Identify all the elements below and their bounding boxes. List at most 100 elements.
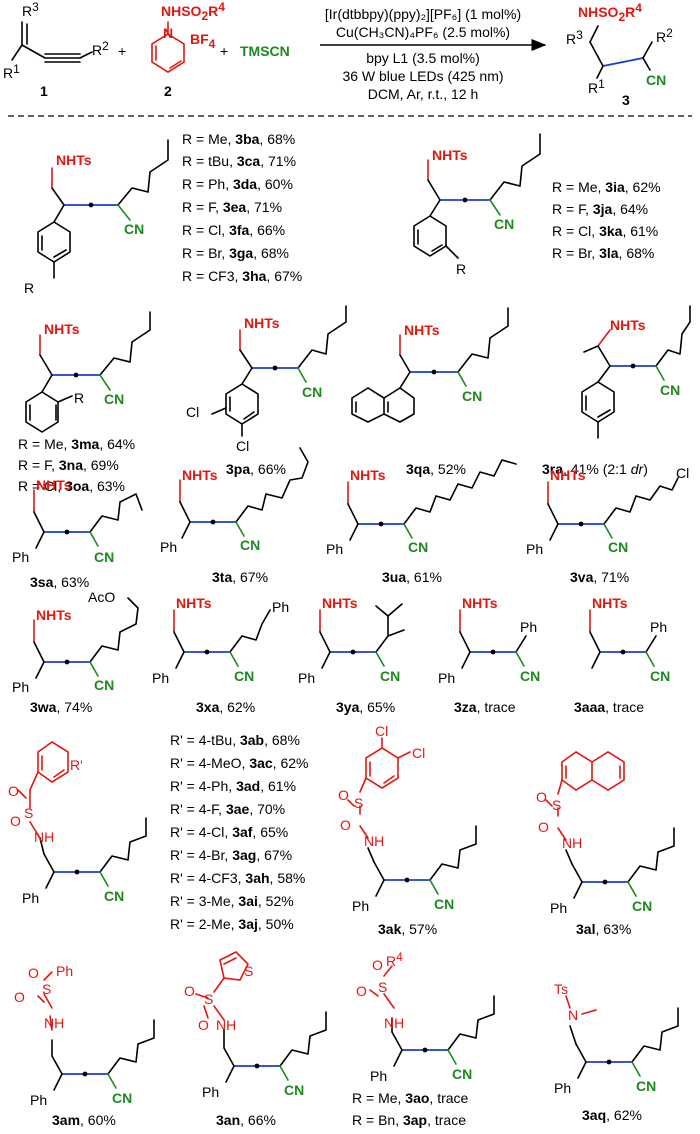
condition-ligand: bpy L1 (3.5 mol%) bbox=[366, 50, 480, 66]
entry-3ab: R' = 4-tBu, 3ab, 68% bbox=[170, 732, 300, 748]
label-ph: Ph bbox=[438, 670, 455, 686]
label-ph: Ph bbox=[160, 539, 177, 555]
entry-3ma: R = Me, 3ma, 64% bbox=[18, 436, 135, 452]
label-ph: Ph bbox=[650, 619, 667, 635]
structure-3aq bbox=[565, 995, 679, 1079]
label-ph: Ph bbox=[12, 549, 29, 565]
entry-3ia: R = Me, 3ia, 62% bbox=[552, 179, 661, 195]
label-nhts: NHTs bbox=[462, 595, 498, 611]
plus-sign-1: + bbox=[118, 43, 126, 59]
label-ph: Ph bbox=[30, 1092, 47, 1108]
entry-3ka: R = Cl, 3ka, 61% bbox=[552, 223, 658, 239]
caption-3al: 3al, 63% bbox=[576, 921, 631, 937]
caption-3pa: 3pa, 66% bbox=[226, 461, 286, 477]
label-ph: Ph bbox=[152, 670, 169, 686]
caption-3qa: 3qa, 52% bbox=[406, 461, 466, 477]
label-cn: CN bbox=[452, 1066, 472, 1082]
label-cn: CN bbox=[380, 668, 400, 684]
label-cn: CN bbox=[660, 382, 680, 398]
entry-3ha: R = CF3, 3ha, 67% bbox=[182, 268, 302, 284]
label-ph: Ph bbox=[554, 1080, 571, 1096]
entry-3ad: R' = 4-Ph, 3ad, 61% bbox=[170, 778, 296, 794]
series-3ab-list: R' = 4-tBu, 3ab, 68% R' = 4-MeO, 3ac, 62… bbox=[170, 732, 308, 932]
enyne-structure-1 bbox=[11, 21, 93, 63]
label-cn: CN bbox=[302, 384, 322, 400]
label-ph: Ph bbox=[22, 890, 39, 906]
compound-1-label: 1 bbox=[40, 83, 48, 99]
r3-label: R3 bbox=[22, 0, 39, 19]
label-cn: CN bbox=[520, 668, 540, 684]
label-r: R bbox=[74, 390, 84, 406]
label-s: S bbox=[244, 963, 253, 979]
label-nhts: NHTs bbox=[592, 595, 628, 611]
structure-3ba bbox=[37, 139, 169, 279]
series-3ao-list: R = Me, 3ao, trace R = Bn, 3ap, trace bbox=[352, 1090, 469, 1128]
label-cn: CN bbox=[284, 1082, 304, 1098]
label-nhts: NHTs bbox=[350, 467, 386, 483]
label-cn: CN bbox=[124, 221, 144, 237]
caption-3ra: 3ra, 41% (2:1 dr) bbox=[542, 461, 648, 477]
label-ph: Ph bbox=[202, 1084, 219, 1100]
label-nhts: NHTs bbox=[36, 607, 72, 623]
series-3ba-list: R = Me, 3ba, 68% R = tBu, 3ca, 71% R = P… bbox=[182, 131, 302, 284]
label-nh: NH bbox=[364, 833, 384, 849]
label-nhts: NHTs bbox=[176, 595, 212, 611]
label-cl: Cl bbox=[186, 404, 199, 420]
structure-3ya bbox=[319, 603, 405, 669]
entry-3ac: R' = 4-MeO, 3ac, 62% bbox=[170, 755, 308, 771]
series-3ia-list: R = Me, 3ia, 62% R = F, 3ja, 64% R = Cl,… bbox=[552, 179, 661, 261]
caption-3ya: 3ya, 65% bbox=[336, 699, 395, 715]
label-o: O bbox=[28, 965, 39, 981]
label-o: O bbox=[8, 783, 19, 799]
label-nh: NH bbox=[44, 1015, 64, 1031]
label-cn: CN bbox=[408, 539, 428, 555]
structure-3sa bbox=[33, 489, 143, 549]
label-nhts: NHTs bbox=[432, 147, 468, 163]
caption-3xa: 3xa, 62% bbox=[196, 699, 255, 715]
caption-3am: 3am, 60% bbox=[52, 1112, 116, 1128]
caption-3ua: 3ua, 61% bbox=[382, 569, 442, 585]
bf4-counterion: BF4 bbox=[190, 31, 216, 51]
product-sulfonamide: NHSO2R4 bbox=[578, 1, 642, 24]
label-ph: Ph bbox=[272, 599, 289, 615]
structure-3ma bbox=[25, 311, 151, 433]
pyridinium-n: N bbox=[163, 25, 173, 41]
label-o: O bbox=[14, 989, 25, 1005]
structure-3ua bbox=[347, 459, 517, 541]
caption-3aq: 3aq, 62% bbox=[582, 1107, 642, 1123]
label-s: S bbox=[378, 979, 387, 995]
label-o: O bbox=[338, 787, 349, 803]
series-3ma-list: R = Me, 3ma, 64% R = F, 3na, 69% R = Cl,… bbox=[18, 436, 135, 494]
structure-3ao bbox=[369, 965, 495, 1067]
condition-catalyst: [Ir(dtbbpy)(ppy)₂][PF₆] (1 mol%) bbox=[325, 6, 521, 22]
entry-3ah: R' = 4-CF3, 3ah, 58% bbox=[170, 870, 305, 886]
label-s: S bbox=[204, 991, 213, 1007]
label-nhts: NHTs bbox=[322, 595, 358, 611]
label-r-prime: R' bbox=[70, 757, 83, 773]
structure-3va bbox=[547, 477, 679, 541]
label-ph: Ph bbox=[352, 898, 369, 914]
label-nh: NH bbox=[384, 1015, 404, 1031]
entry-3ae: R' = 4-F, 3ae, 70% bbox=[170, 801, 285, 817]
label-nhts: NHTs bbox=[550, 467, 586, 483]
caption-3an: 3an, 66% bbox=[216, 1112, 276, 1128]
label-cn: CN bbox=[462, 388, 482, 404]
general-reaction: R3 R1 R2 1 + NHSO2R4 N BF4 2 + TMSCN [Ir… bbox=[3, 0, 673, 108]
reagent-2-sulfonamide: NHSO2R4 bbox=[161, 0, 225, 23]
label-nhts: NHTs bbox=[36, 477, 72, 493]
structure-3aaa bbox=[589, 609, 657, 669]
product-r1: R1 bbox=[588, 77, 605, 96]
label-ph: Ph bbox=[326, 541, 343, 557]
label-ph: Ph bbox=[12, 679, 29, 695]
structure-3ra bbox=[581, 305, 691, 439]
label-cn: CN bbox=[494, 216, 514, 232]
caption-3za: 3za, trace bbox=[454, 699, 516, 715]
label-cn: CN bbox=[632, 898, 652, 914]
label-ph: Ph bbox=[550, 900, 567, 916]
label-r: R bbox=[456, 261, 466, 277]
entry-3ja: R = F, 3ja, 64% bbox=[552, 201, 648, 217]
structure-3qa bbox=[351, 307, 509, 423]
label-o: O bbox=[340, 817, 351, 833]
label-nh: NH bbox=[562, 835, 582, 851]
